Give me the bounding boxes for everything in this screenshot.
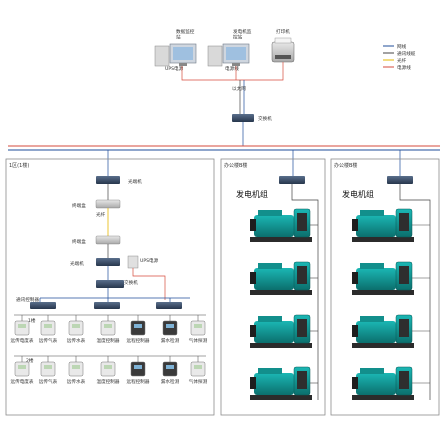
device-label: 远程控制器 [127, 337, 150, 344]
device-label: 远传电度表 [11, 378, 34, 385]
switch-icon [279, 176, 305, 184]
generator-set-icon [250, 261, 312, 295]
terminal2-label: 终端盒 [72, 238, 86, 245]
genset-column-mid [250, 208, 318, 400]
workstation-genset-label: 发电机监控站 [233, 28, 252, 41]
optical-terminal-icon [96, 176, 120, 184]
device-label: 温度控制器 [97, 337, 120, 344]
top-workstations: 数据监控站 UPS电源 发电机监控站 电源线 打印机 以太网 交换机 [154, 28, 295, 146]
legend-label-fiber: 光纤 [397, 57, 407, 64]
generator-set-icon [352, 366, 414, 400]
terminal1-label: 终端盒 [72, 202, 86, 209]
right-genset-title: 发电机组 [342, 189, 374, 199]
generator-set-icon [352, 314, 414, 348]
legend-label-lan: 网线 [397, 43, 407, 50]
device-label: 远程控制器 [127, 378, 150, 385]
comm-controller-icon [94, 302, 120, 309]
main-switch-label: 交换机 [258, 115, 272, 122]
ups-icon [127, 255, 139, 269]
power-cable-label: 电源线 [225, 65, 239, 72]
fiber-label: 光纤 [96, 211, 106, 218]
legend-label-power: 电源线 [397, 64, 411, 71]
zone-left-title: 1区(1楼) [9, 162, 29, 169]
generator-set-icon [250, 366, 312, 400]
optic-label: 光端机 [128, 178, 142, 185]
generator-set-icon [352, 261, 414, 295]
generator-set-icon [250, 208, 312, 242]
right-zone: 发电机组 [342, 176, 431, 400]
monitor-screen-icon [226, 47, 246, 60]
comm-controller-label: 通讯控制器 [16, 296, 39, 303]
monitor-screen-icon [173, 47, 193, 60]
generator-set-icon [352, 208, 414, 242]
left-ups-label: UPS电源 [140, 257, 159, 264]
zone-left-frame [5, 158, 215, 416]
pc-tower-icon [154, 45, 170, 67]
pc-tower-icon [207, 45, 223, 67]
generator-set-icon [250, 314, 312, 348]
ethernet-label: 以太网 [232, 85, 246, 92]
comm-controller-icon [30, 302, 56, 309]
zone-right-title: 办公楼B楼 [334, 162, 357, 169]
device-label: 远传电度表 [11, 337, 34, 344]
mid-zone: 发电机组 [236, 176, 319, 400]
switch-icon [387, 176, 413, 184]
optical-terminal-icon [96, 258, 120, 266]
device-row-1: 远传电度表远传气表 远传水表 温度控制器远程控制器 漏水检测 气体探测 [11, 315, 208, 344]
comm-controller-icon [156, 302, 182, 309]
device-label: 漏水检测 [161, 378, 180, 385]
terminal-box-icon [95, 199, 121, 209]
device-label: 温度控制器 [97, 378, 120, 385]
switch-icon [96, 280, 124, 288]
genset-column-right [352, 208, 430, 400]
legend-label-comm: 通讯线缆 [397, 50, 416, 57]
switch-icon [232, 114, 254, 122]
printer-label: 打印机 [276, 28, 290, 35]
mid-genset-title: 发电机组 [236, 189, 268, 199]
device-row-2: 远传电度表远传气表 远传水表 温度控制器远程控制器 漏水检测 气体探测 [11, 356, 208, 385]
zone-mid-title: 办公楼B楼 [224, 162, 247, 169]
ups-label: UPS电源 [165, 65, 184, 72]
device-label: 远传气表 [39, 378, 58, 385]
left-switch-label: 交换机 [124, 279, 138, 286]
optic2-label: 光端机 [70, 260, 84, 267]
device-label: 气体探测 [189, 378, 208, 385]
device-label: 远传气表 [39, 337, 58, 344]
zone-mid-frame [220, 158, 326, 416]
floor1-label: 1楼 [28, 317, 36, 324]
device-label: 气体探测 [189, 337, 208, 344]
device-label: 远传水表 [67, 337, 86, 344]
workstation-data-label: 数据监控站 [176, 28, 195, 41]
device-label: 漏水检测 [161, 337, 180, 344]
floor2-label: 2楼 [26, 357, 34, 364]
legend: 网线 通讯线缆 光纤 电源线 [383, 43, 416, 71]
device-label: 远传水表 [67, 378, 86, 385]
terminal-box-icon [95, 235, 121, 245]
zone-right-frame [330, 158, 440, 416]
backbone [8, 145, 440, 176]
left-zone-chain: 光端机 终端盒 光纤 终端盒 光端机 UPS电源 交换机 通讯控制器 1楼 2楼 [14, 176, 206, 364]
